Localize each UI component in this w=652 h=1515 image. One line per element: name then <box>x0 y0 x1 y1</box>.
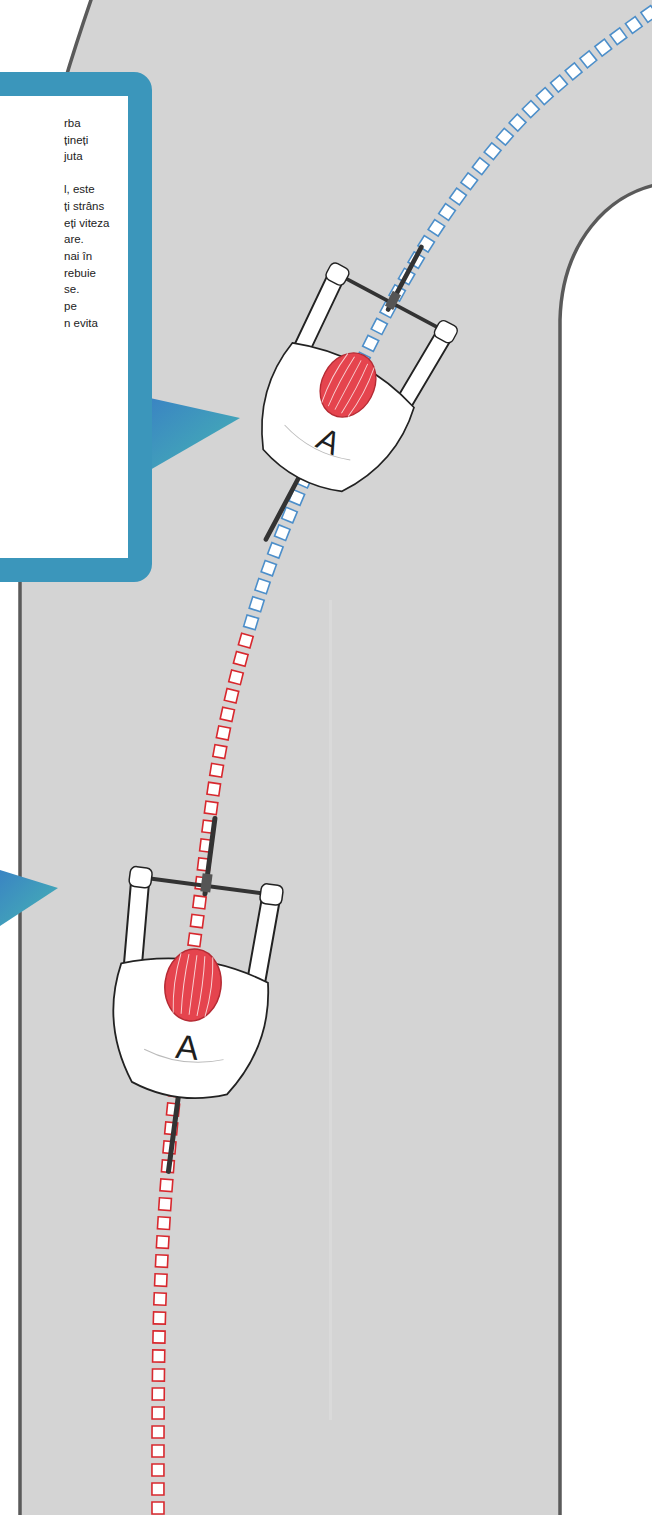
track-marker <box>625 17 642 34</box>
track-marker <box>153 1331 165 1343</box>
track-marker <box>152 1407 164 1419</box>
track-marker <box>496 128 513 145</box>
track-marker <box>641 6 652 23</box>
track-marker <box>595 39 612 56</box>
track-marker <box>610 28 627 45</box>
track-marker <box>274 525 290 541</box>
callout-text: țineți <box>64 132 122 149</box>
track-marker <box>551 75 568 92</box>
callout-text: juta <box>64 148 122 165</box>
track-marker <box>484 143 501 160</box>
track-marker <box>152 1445 164 1457</box>
track-marker <box>153 1350 165 1362</box>
track-marker <box>244 615 259 630</box>
track-marker <box>155 1255 168 1268</box>
track-marker <box>154 1293 166 1305</box>
track-marker <box>207 782 221 796</box>
track-marker <box>224 689 238 703</box>
track-marker <box>159 1198 172 1211</box>
lane-line <box>329 600 332 1420</box>
track-marker <box>522 101 539 118</box>
track-marker <box>155 1274 168 1287</box>
callout-text: se. <box>64 281 122 298</box>
track-marker <box>261 561 276 576</box>
track-marker <box>439 204 456 221</box>
track-marker <box>213 745 227 759</box>
track-marker <box>193 896 206 909</box>
track-marker <box>249 597 264 612</box>
track-marker <box>229 670 244 685</box>
callout-text: n evita <box>64 315 122 332</box>
track-marker <box>220 707 234 721</box>
callout-text: pe <box>64 298 122 315</box>
track-marker <box>152 1388 164 1400</box>
track-marker <box>157 1217 170 1230</box>
track-marker <box>190 914 203 927</box>
callout-text: l, este <box>64 181 122 198</box>
road-edge <box>560 185 652 1515</box>
track-marker <box>152 1369 164 1381</box>
track-marker <box>371 318 387 334</box>
track-marker <box>255 579 270 594</box>
track-marker <box>363 335 379 351</box>
track-guide <box>158 12 652 1512</box>
callout-text: rba <box>64 115 122 132</box>
track-marker <box>216 726 230 740</box>
callout-text: ți strâns <box>64 198 122 215</box>
callout-text: rebuie <box>64 265 122 282</box>
cyclist <box>92 808 291 1181</box>
cyclist <box>203 213 485 573</box>
track-marker <box>428 220 445 237</box>
track-marker <box>160 1179 173 1192</box>
track-marker <box>580 51 597 68</box>
track-marker <box>152 1483 164 1495</box>
track-marker <box>152 1502 164 1514</box>
track-marker <box>461 173 478 190</box>
track-marker <box>450 188 467 205</box>
rider-letter: A <box>174 1029 200 1065</box>
track-marker <box>204 801 217 814</box>
track-marker <box>233 652 248 667</box>
track-marker <box>268 543 283 558</box>
callout-pointer <box>0 870 58 926</box>
track-marker <box>188 933 201 946</box>
track-markers <box>152 6 652 1514</box>
callout-text: nai în <box>64 248 122 265</box>
track-marker <box>152 1426 164 1438</box>
callout-text: are. <box>64 231 122 248</box>
track-marker <box>472 158 489 175</box>
track-marker <box>153 1312 165 1324</box>
track-marker <box>565 63 582 80</box>
callout-text: eți viteza <box>64 215 122 232</box>
track-marker <box>210 763 224 777</box>
track-marker <box>509 114 526 131</box>
track-marker <box>156 1236 169 1249</box>
track-marker <box>238 633 253 648</box>
callout-pointer <box>150 398 240 470</box>
track-marker <box>536 88 553 105</box>
callout-box: rbaținețijuta l, esteți strânseți vitezaa… <box>0 72 152 582</box>
track-marker <box>152 1464 164 1476</box>
